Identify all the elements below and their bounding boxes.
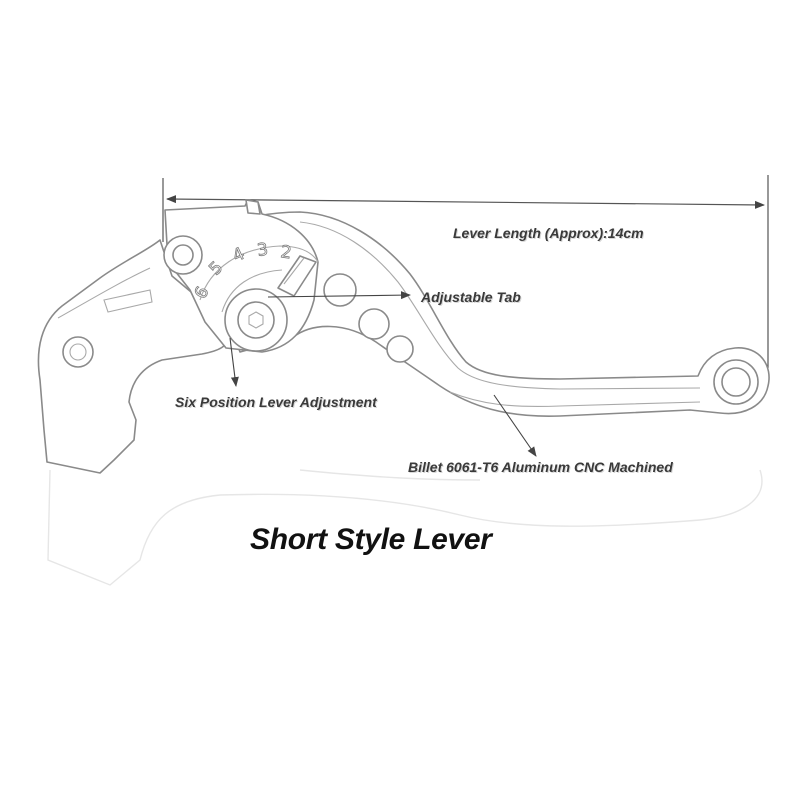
adjustable-tab (277, 255, 317, 297)
material-label: Billet 6061-T6 Aluminum CNC Machined (408, 459, 673, 475)
blade-tip-hole (721, 367, 751, 397)
blade-reflection (219, 469, 763, 527)
six-position-pointer (229, 337, 239, 387)
lever-reflection (47, 469, 763, 586)
blade-lightening-hole-3 (386, 335, 414, 363)
blade-reflection-inner (299, 469, 481, 481)
adjuster-bolt-head (237, 301, 275, 339)
diagram-title: Short Style Lever (250, 523, 492, 556)
dimension-arrow (166, 195, 765, 209)
adjustable-tab-edge (283, 257, 305, 285)
length-dimension (162, 175, 769, 368)
pivot-nub (245, 199, 261, 215)
adjustable-tab-pointer (267, 291, 411, 300)
blade-outline (197, 211, 770, 418)
adjustable-tab-label: Adjustable Tab (421, 289, 521, 305)
dial-digit: 3 (256, 240, 270, 261)
lever-pivot-head: 6 5 4 3 2 (163, 199, 319, 353)
dial-arc-outer (199, 245, 319, 301)
blade-lightening-hole-1 (323, 273, 357, 307)
lever-bracket (37, 239, 229, 474)
dial-arc-inner (221, 269, 283, 313)
bracket-mount-hole-inner (69, 343, 87, 361)
bracket-lettering-plate (103, 289, 153, 313)
callout-lines (229, 291, 537, 457)
bracket-body (37, 239, 229, 474)
blade-bevel-line (299, 221, 701, 390)
adjuster-hex-socket (248, 311, 264, 329)
pivot-bolt (172, 244, 194, 266)
lever-blade (197, 211, 770, 418)
blade-lightening-hole-2 (358, 308, 390, 340)
bracket-mount-hole (62, 336, 94, 368)
bracket-edge-line (57, 267, 151, 319)
dial-digit: 2 (279, 242, 293, 263)
six-position-label: Six Position Lever Adjustment (175, 394, 377, 410)
material-pointer (493, 394, 537, 457)
lever-length-label: Lever Length (Approx):14cm (453, 225, 644, 241)
bracket-reflection (47, 469, 221, 586)
blade-lower-bevel (449, 391, 701, 408)
